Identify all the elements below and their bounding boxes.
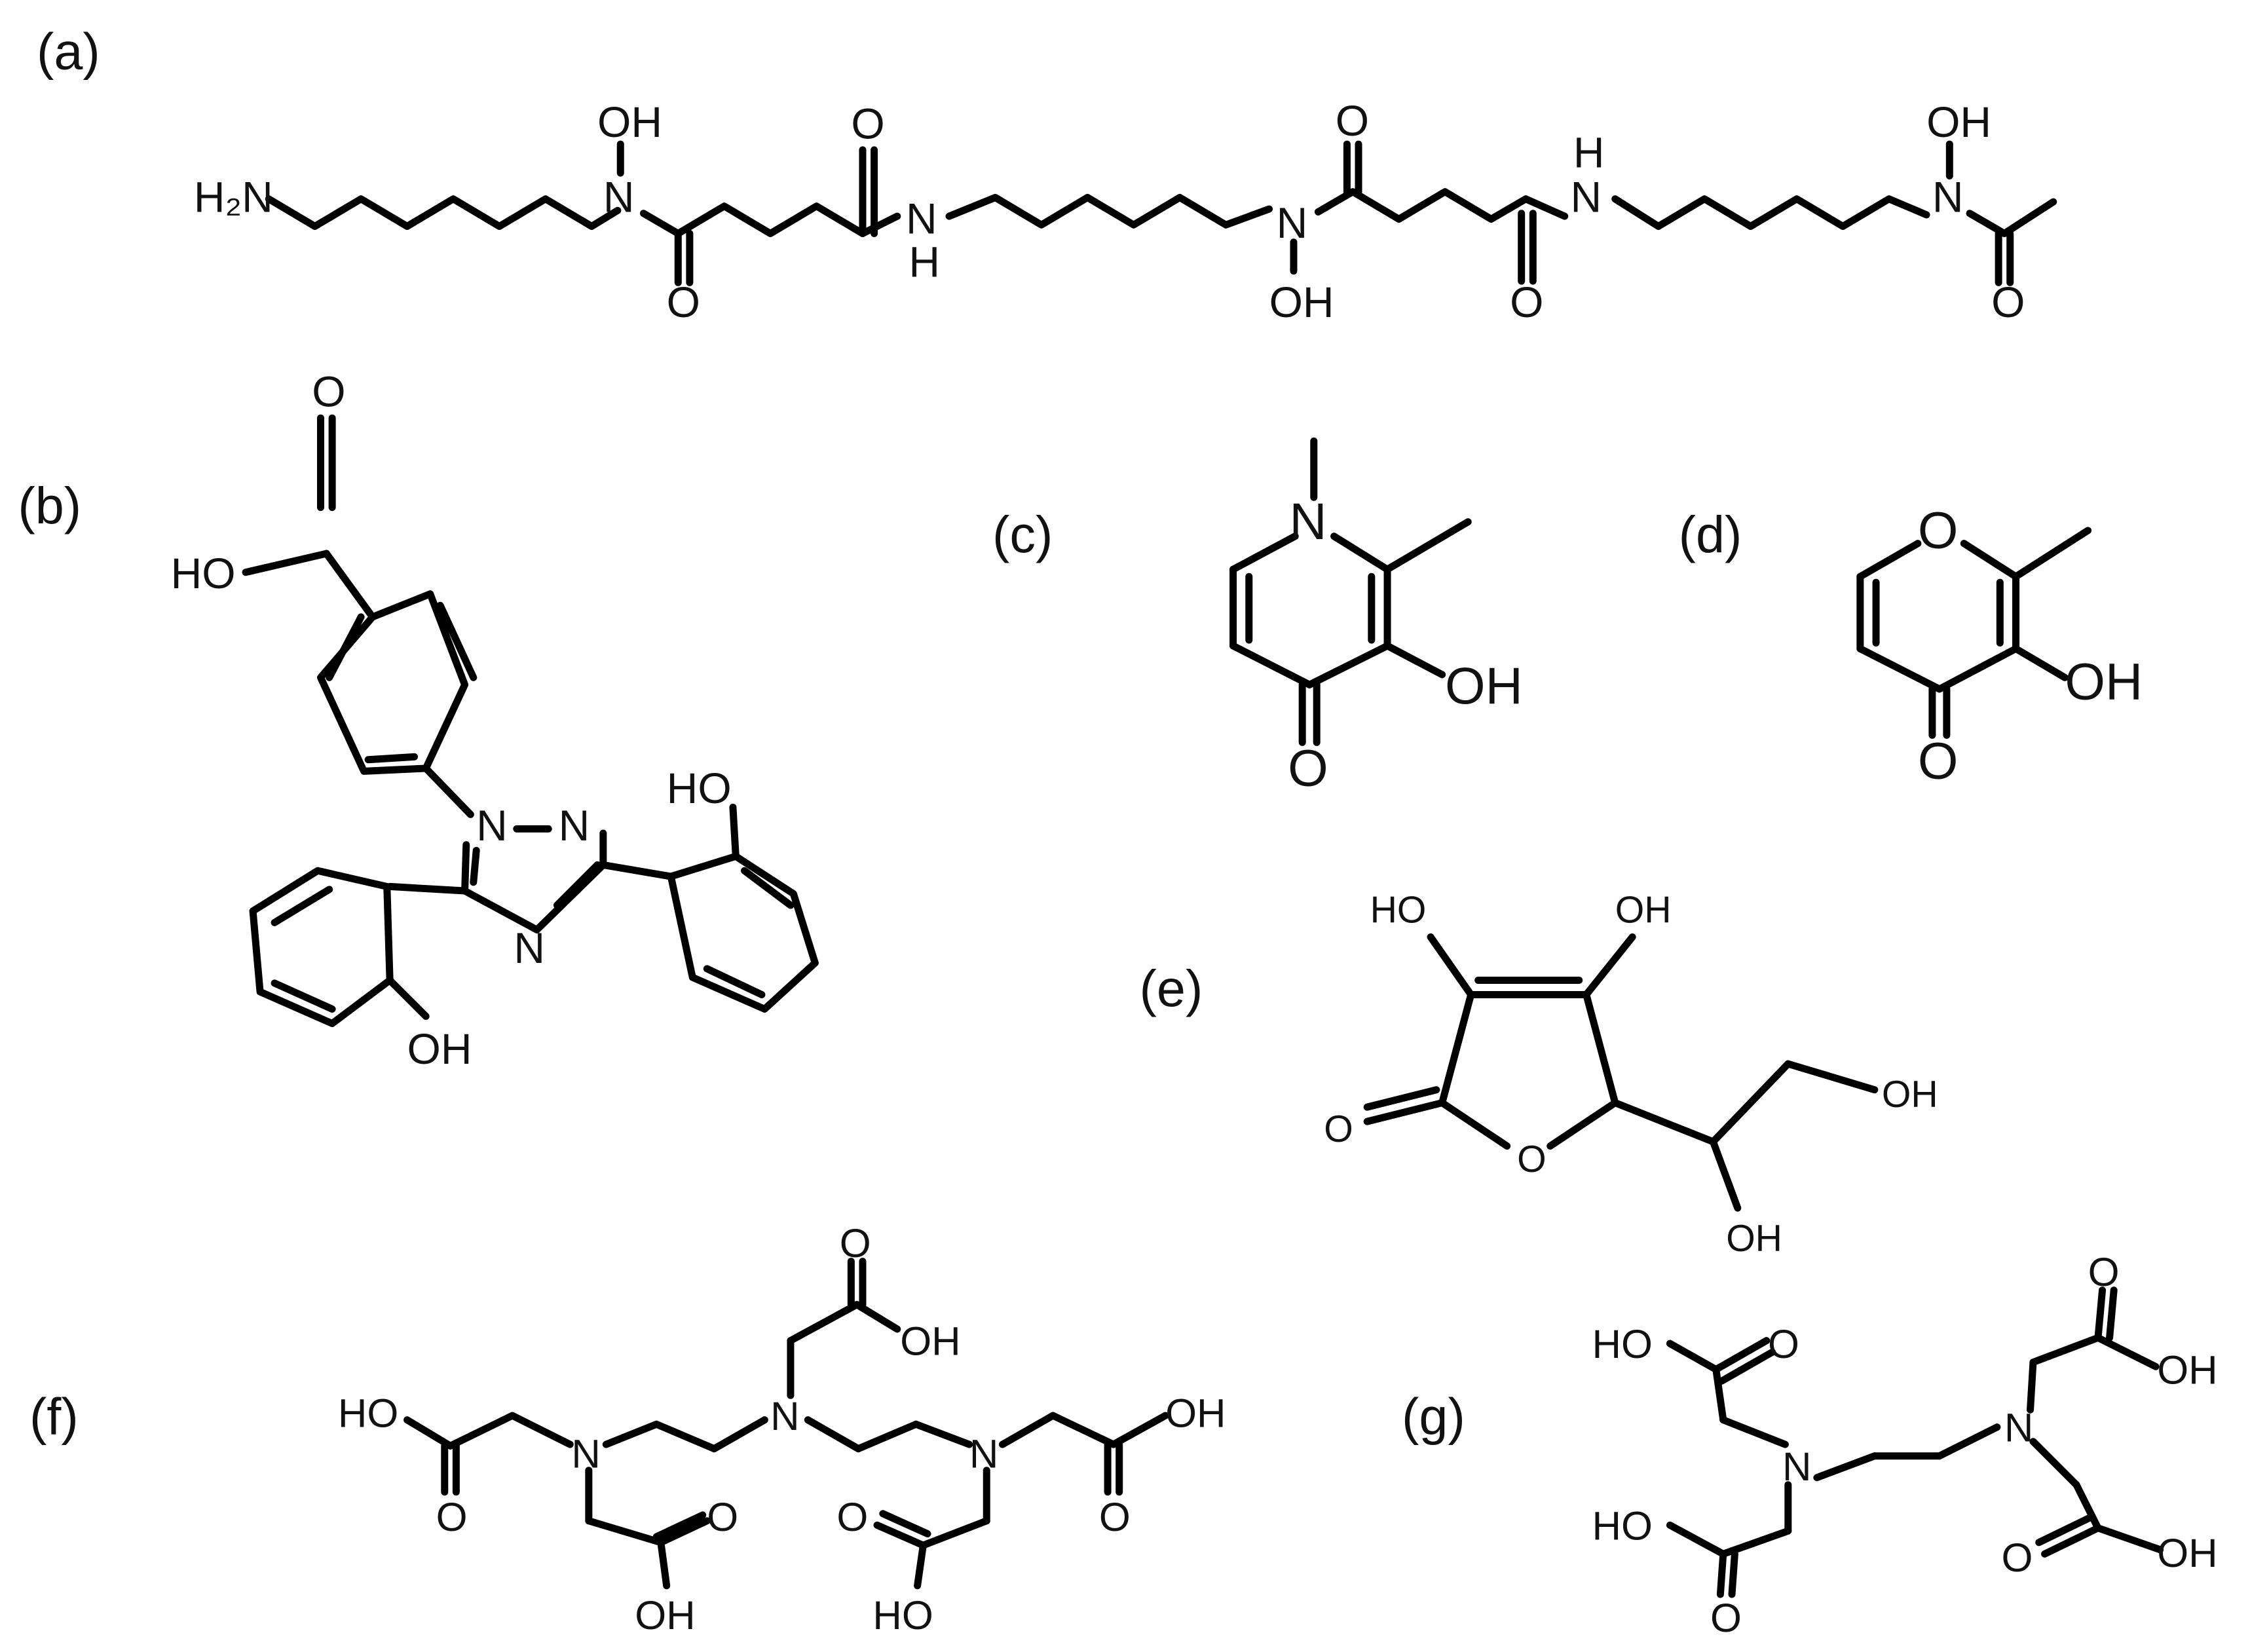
atom-b-3: N (559, 801, 590, 850)
atom-f-11: OH (635, 1593, 695, 1638)
atom-a-1: OH (597, 98, 662, 146)
atom-c-1: OH (1445, 656, 1523, 715)
atom-g-4: N (2004, 1406, 2034, 1451)
atom-f-5: N (969, 1431, 999, 1476)
atom-a-9: O (1336, 96, 1369, 145)
structure-b-bonds (242, 414, 819, 1027)
atom-e-1: OH (1615, 889, 1672, 931)
atom-a-13: OH (1926, 98, 1991, 146)
atom-f-3: N (571, 1431, 601, 1476)
atom-g-7: O (2002, 1535, 2033, 1581)
atom-g-0: HO (1592, 1322, 1653, 1367)
atom-d-2: O (1918, 731, 1959, 789)
atom-a-11: N (1571, 173, 1602, 221)
structure-a-bonds (265, 140, 2057, 286)
panel-label-f: (f) (29, 1387, 79, 1446)
structure-g: (g) HO O O OH (1402, 1250, 2218, 1641)
atom-a-3: O (667, 278, 700, 326)
atom-e-3: O (1517, 1138, 1547, 1180)
atom-a-0: H₂N (194, 173, 273, 221)
panel-label-b: (b) (18, 476, 81, 535)
atom-a-8: OH (1269, 278, 1334, 326)
structure-c: (c) N OH O (992, 437, 1523, 797)
structure-d: (d) O OH O (1679, 500, 2143, 789)
atom-e-5: OH (1726, 1218, 1782, 1260)
atom-f-6: OH (1165, 1391, 1226, 1436)
atom-g-6: HO (1592, 1503, 1653, 1549)
atom-f-0: O (840, 1221, 871, 1266)
atom-a-7: N (1277, 198, 1308, 247)
atom-g-2: O (2088, 1250, 2120, 1295)
structure-c-bonds (1229, 437, 1472, 746)
atom-f-10: O (1099, 1495, 1131, 1540)
structure-b: (b) O HO N (18, 367, 819, 1073)
atom-g-1: O (1768, 1322, 1799, 1367)
atom-g-8: O (1710, 1596, 1742, 1641)
atom-a-10: H (1573, 128, 1605, 176)
panel-label-c: (c) (992, 505, 1053, 563)
atom-f-2: HO (338, 1391, 398, 1436)
atom-e-2: O (1324, 1108, 1353, 1150)
atom-g-9: OH (2157, 1531, 2217, 1576)
atom-b-0: O (312, 367, 345, 416)
structure-d-bonds (1856, 527, 2092, 739)
atom-f-1: OH (900, 1319, 960, 1364)
atom-b-5: HO (667, 764, 732, 812)
atom-a-6: H (909, 238, 940, 286)
atom-f-9: O (836, 1495, 868, 1540)
atom-e-4: OH (1882, 1074, 1938, 1116)
atom-f-7: O (436, 1495, 468, 1540)
atom-f-12: HO (872, 1593, 933, 1638)
atom-g-5: N (1782, 1444, 1812, 1490)
panel-label-g: (g) (1402, 1387, 1465, 1446)
atom-b-4: N (514, 924, 545, 972)
structure-f-bonds (403, 1258, 1169, 1590)
structure-g-bonds (1666, 1286, 2164, 1598)
structure-f: (f) (29, 1221, 1226, 1638)
atom-a-12: O (1510, 278, 1543, 326)
atom-c-2: O (1288, 738, 1328, 797)
atom-a-15: O (1991, 278, 2025, 326)
structure-a: (a) H₂N OH N O O N H N (37, 22, 2057, 326)
atom-d-1: OH (2065, 652, 2143, 710)
atom-f-8: O (707, 1495, 738, 1540)
atom-e-0: HO (1370, 889, 1427, 931)
atom-b-1: HO (171, 549, 236, 597)
atom-a-4: O (851, 99, 884, 147)
atom-b-2: N (476, 801, 508, 850)
atom-a-5: N (906, 195, 937, 243)
panel-label-e: (e) (1140, 959, 1203, 1017)
atom-d-0: O (1918, 500, 1959, 559)
atom-c-0: N (1289, 492, 1326, 550)
panel-label-a: (a) (37, 22, 100, 81)
atom-a-2: N (603, 173, 635, 221)
atom-a-14: N (1932, 173, 1964, 221)
atom-b-6: OH (407, 1024, 472, 1073)
structure-e: (e) HO OH O O OH OH (1140, 889, 1938, 1260)
atom-f-4: N (770, 1394, 799, 1439)
atom-g-3: OH (2157, 1348, 2217, 1393)
panel-label-d: (d) (1679, 505, 1742, 563)
structure-e-bonds (1363, 933, 1879, 1212)
